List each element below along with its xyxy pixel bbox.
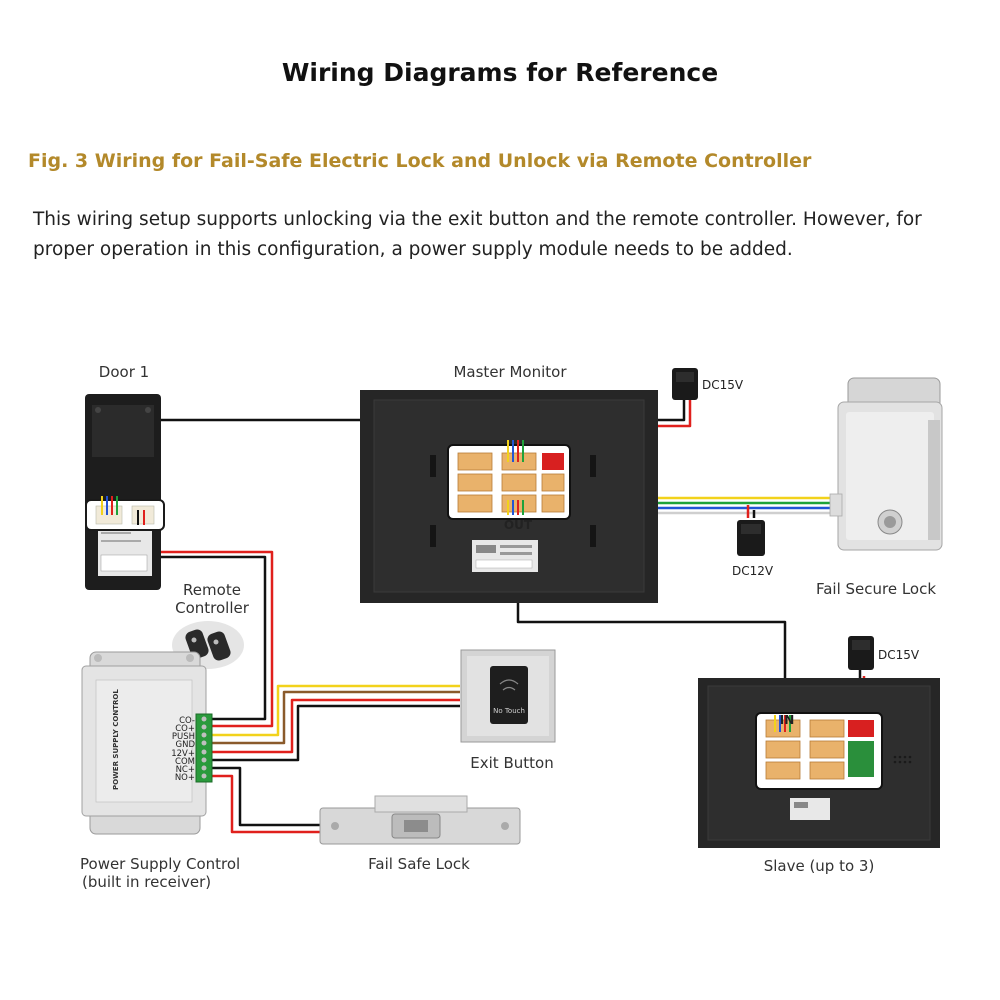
power-supply-label-line1: Power Supply Control [80,855,240,873]
remote-controller-label-line1: Remote [183,581,241,599]
master-monitor-label: Master Monitor [453,363,567,381]
power-supply-terminal-label: NO+ [175,773,195,783]
remote-controller-label-line2: Controller [175,599,250,617]
dc15v-adapter-slave [848,636,874,670]
wire-12v-black [212,704,460,762]
lock-adapter-label: DC12V [732,564,774,578]
exit-button-face-text: No Touch [493,707,525,715]
exit-button: No Touch [460,649,556,743]
description-line-2: proper operation in this configuration, … [33,239,793,260]
master-monitor [360,390,658,603]
power-supply-label-line2: (built in receiver) [82,873,211,891]
power-supply-terminal-label: 12V+ [171,749,195,759]
master-adapter-label: DC15V [702,378,744,392]
figure-title: Fig. 3 Wiring for Fail-Safe Electric Loc… [28,150,812,172]
power-supply-terminal-label: PUSH [172,732,195,742]
dc15v-adapter-master [672,368,698,400]
power-supply-terminal-label: COM [175,757,195,767]
page-title: Wiring Diagrams for Reference [281,58,719,87]
slave-adapter-label: DC15V [878,648,920,662]
figure-description: This wiring setup supports unlocking via… [33,205,978,265]
power-supply-control: POWER SUPPLY CONTROL CO-CO+PUSHGND12V+CO… [81,651,213,835]
door-station [85,394,165,590]
master-out-port-label: OUT [504,518,533,532]
description-line-1: This wiring setup supports unlocking via… [33,209,922,230]
door-label: Door 1 [99,363,149,381]
slave-label: Slave (up to 3) [764,857,875,875]
fail-safe-lock [319,795,521,845]
power-supply-terminal-label: CO+ [175,724,195,734]
wire-lock-red [212,774,326,834]
wire-12v-red [212,698,460,754]
dc12v-adapter [737,520,765,556]
wire-exit-brown [212,690,460,745]
slave-in-port-label: IN [780,713,795,727]
wire-exit-yellow [212,684,460,737]
power-supply-terminal-label: CO- [179,716,195,726]
power-supply-terminal-label: GND [176,740,196,750]
exit-button-label: Exit Button [470,754,553,772]
fail-secure-lock [829,377,943,551]
wire-lock-black [212,766,326,827]
power-supply-terminal-label: NC+ [176,765,195,775]
power-supply-panel-label: POWER SUPPLY CONTROL [112,689,120,790]
slave-monitor [698,678,940,848]
fail-secure-lock-label: Fail Secure Lock [816,580,936,598]
fail-safe-lock-label: Fail Safe Lock [368,855,470,873]
